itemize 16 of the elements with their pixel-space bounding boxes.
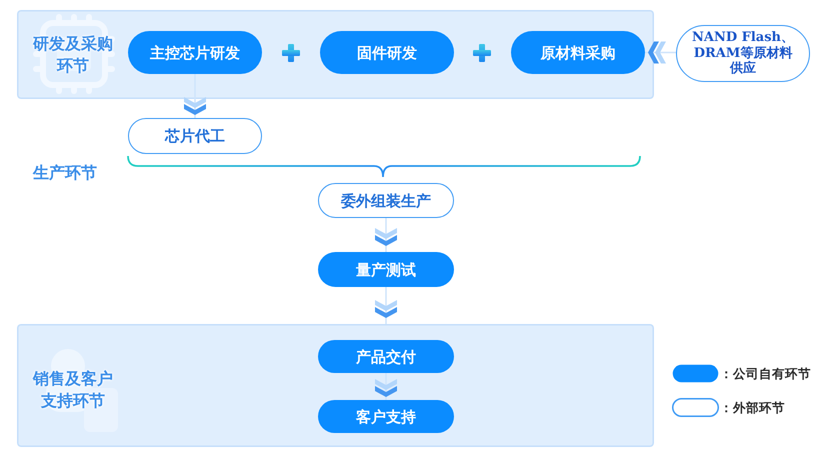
stage-panel — [17, 324, 654, 447]
legend-label: ：外部环节 — [720, 399, 785, 417]
process-pill: 固件研发 — [320, 31, 454, 74]
stage-label: 销售及客户支持环节 — [32, 368, 114, 412]
process-pill: NAND Flash、DRAM等原材料供应 — [676, 25, 810, 82]
stage-label: 研发及采购环节 — [32, 33, 114, 77]
legend-label: ：公司自有环节 — [720, 365, 811, 383]
process-pill: 原材料采购 — [511, 31, 645, 74]
process-pill: 委外组装生产 — [318, 183, 454, 218]
process-pill: 芯片代工 — [128, 118, 262, 154]
stage-label: 生产环节 — [33, 162, 97, 184]
process-pill: 主控芯片研发 — [128, 31, 262, 74]
process-pill: 产品交付 — [318, 340, 454, 373]
stage-panel — [17, 10, 654, 99]
process-pill: 量产测试 — [318, 252, 454, 287]
process-pill: 客户支持 — [318, 400, 454, 433]
